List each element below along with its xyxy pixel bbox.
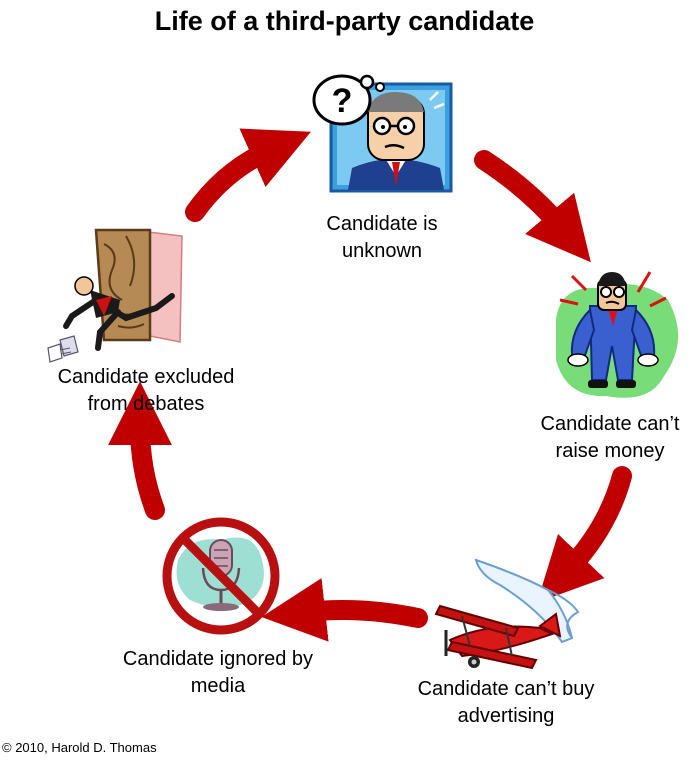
- stage-label-line: unknown: [341, 240, 423, 262]
- arrow-unknown-to-money: [474, 150, 591, 263]
- stage-label-line: advertising: [457, 705, 555, 727]
- arrow-money-to-advertising: [537, 466, 632, 603]
- stage-label-unknown: Candidate is unknown: [0, 211, 689, 265]
- stage-label-line: media: [190, 675, 246, 697]
- stage-label-line: raise money: [555, 440, 665, 462]
- stage-label-line: Candidate can’t: [540, 413, 680, 435]
- arrow-media-to-debates: [108, 381, 173, 520]
- arrow-advertising-to-media: [261, 578, 428, 642]
- stage-label-line: from debates: [87, 393, 205, 415]
- stage-label-line: Candidate ignored by: [122, 648, 314, 670]
- stage-label-debates: Candidate excluded from debates: [34, 364, 258, 418]
- stage-label-media: Candidate ignored by media: [100, 646, 336, 700]
- stage-label-money: Candidate can’t raise money: [510, 411, 689, 465]
- stage-label-line: Candidate is: [326, 213, 438, 235]
- stage-label-line: Candidate can’t buy: [417, 678, 595, 700]
- question-mark: ?: [332, 82, 353, 120]
- diagram-title: Life of a third-party candidate: [154, 6, 535, 36]
- copyright-notice: © 2010, Harold D. Thomas: [2, 740, 157, 755]
- stage-label-advertising: Candidate can’t buy advertising: [396, 676, 616, 730]
- arrow-debates-to-unknown: [185, 128, 311, 222]
- stage-label-line: Candidate excluded: [57, 366, 235, 388]
